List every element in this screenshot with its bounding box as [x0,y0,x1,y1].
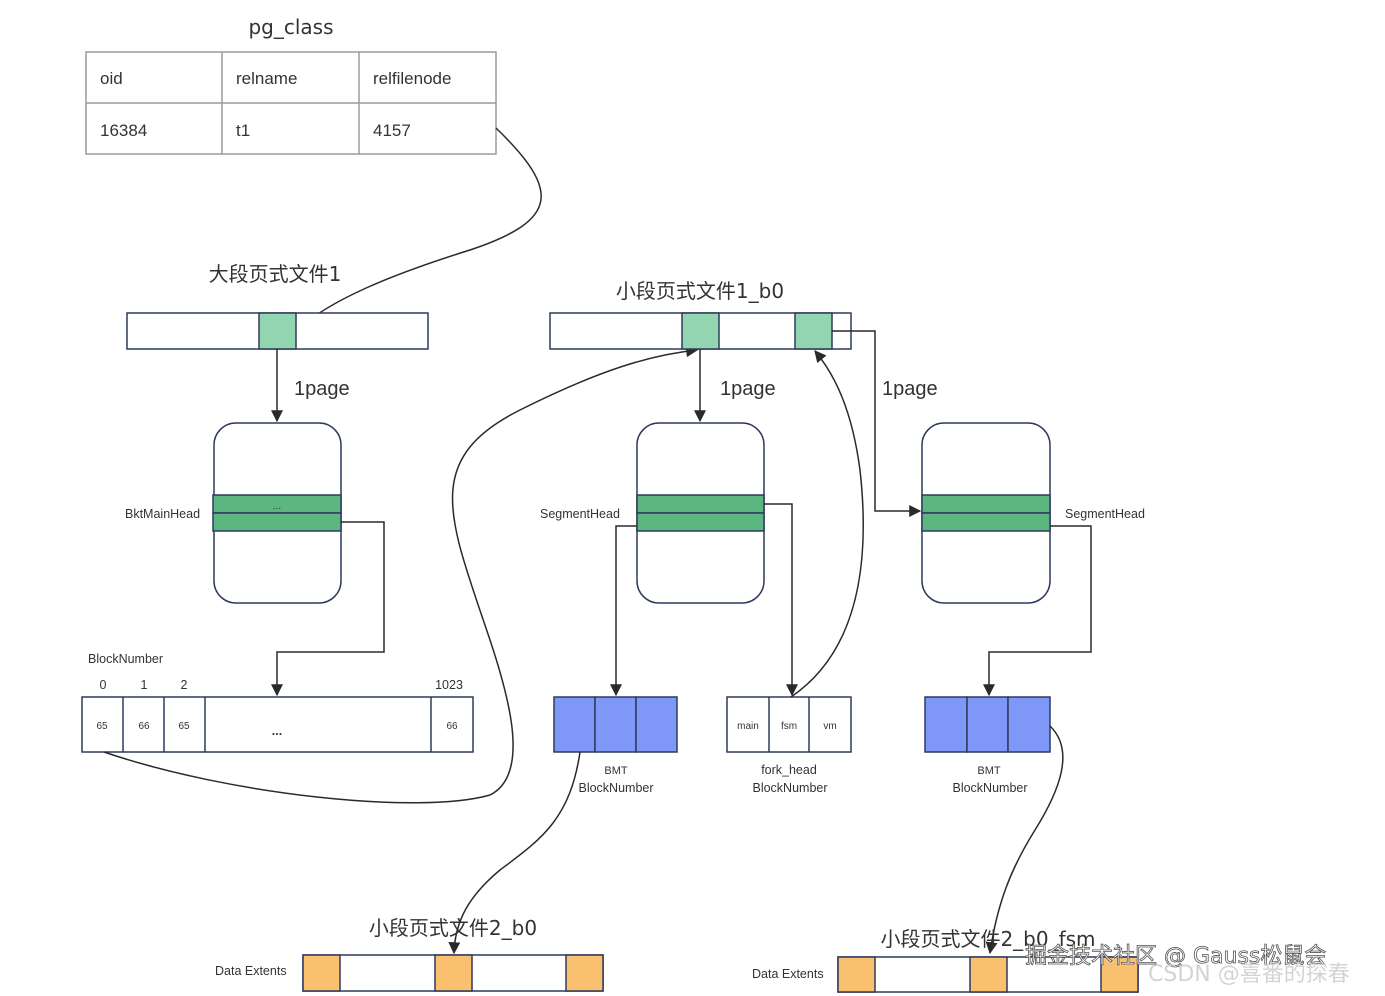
block-value-0: 65 [96,721,108,732]
block-value-ellipsis: ... [272,724,282,738]
index-2: 2 [181,678,188,692]
index-0: 0 [100,678,107,692]
page-label-1: 1page [294,378,350,400]
block-value-2: 65 [178,721,190,732]
block-number-label: BlockNumber [88,652,163,666]
index-1023: 1023 [435,678,463,692]
segment-head-page-1: SegmentHead [540,422,765,604]
fork-block-number-label: BlockNumber [752,781,827,795]
block-to-small-file-link [103,345,699,804]
big-file: 大段页式文件1 [126,262,429,350]
block-number-array: BlockNumber 0 1 2 1023 65 66 65 ... 66 [81,652,474,753]
fork-cell-vm: vm [823,721,836,732]
small-file-b0: 小段页式文件1_b0 [549,279,852,350]
watermark: 掘金技术社区 @ Gauss松鼠会 CSDN @喜番的探春 [1025,944,1350,987]
cell-oid: 16384 [100,121,147,140]
bmt-block-2: BMT BlockNumber [924,696,1051,795]
relfilenode-link [296,127,542,331]
block-value-1: 66 [138,721,150,732]
header-relname: relname [236,69,297,88]
small-file2-b0-title: 小段页式文件2_b0 [369,916,537,940]
segment-head-label-2: SegmentHead [1065,507,1145,521]
bkt-main-head-page: ... BktMainHead [125,422,342,604]
header-oid: oid [100,69,123,88]
watermark-line-2: CSDN @喜番的探春 [1148,962,1350,987]
segment-head-label-1: SegmentHead [540,507,620,521]
small-file2-b0-fsm-title: 小段页式文件2_b0_fsm [880,927,1095,951]
cell-relname: t1 [236,121,250,140]
pg-class-title: pg_class [248,15,333,39]
bkt-ellipsis: ... [273,501,281,512]
block-value-1023: 66 [446,721,458,732]
data-extents-label-1: Data Extents [215,964,287,978]
fork-head-label: fork_head [761,763,817,777]
small-file-b0-title: 小段页式文件1_b0 [616,279,784,303]
bmt-block-number-label-1: BlockNumber [578,781,653,795]
bmt-block-1: BMT BlockNumber [553,696,678,795]
bmt-block-number-label-2: BlockNumber [952,781,1027,795]
bmt-label-1: BMT [604,765,628,777]
fork-cell-fsm: fsm [781,721,797,732]
index-1: 1 [141,678,148,692]
small-file2-b0: 小段页式文件2_b0 Data Extents [215,916,604,992]
fork-cell-main: main [737,721,759,732]
page-label-2: 1page [720,378,776,400]
big-file-title: 大段页式文件1 [209,262,342,286]
page-label-3: 1page [882,378,938,400]
pg-class-table: pg_class oid relname relfilenode 16384 t… [85,15,497,155]
data-extents-label-2: Data Extents [752,967,824,981]
watermark-line-1: 掘金技术社区 @ Gauss松鼠会 [1025,944,1326,969]
cell-relfilenode: 4157 [373,121,411,140]
fork-head-block: main fsm vm fork_head BlockNumber [726,696,852,795]
bkt-main-head-label: BktMainHead [125,507,200,521]
bmt-label-2: BMT [977,765,1001,777]
big-file-page [258,312,297,350]
segment-head-page-2: SegmentHead [921,422,1145,604]
header-relfilenode: relfilenode [373,69,451,88]
small-file2-b0-fsm: 小段页式文件2_b0_fsm Data Extents [752,927,1139,993]
